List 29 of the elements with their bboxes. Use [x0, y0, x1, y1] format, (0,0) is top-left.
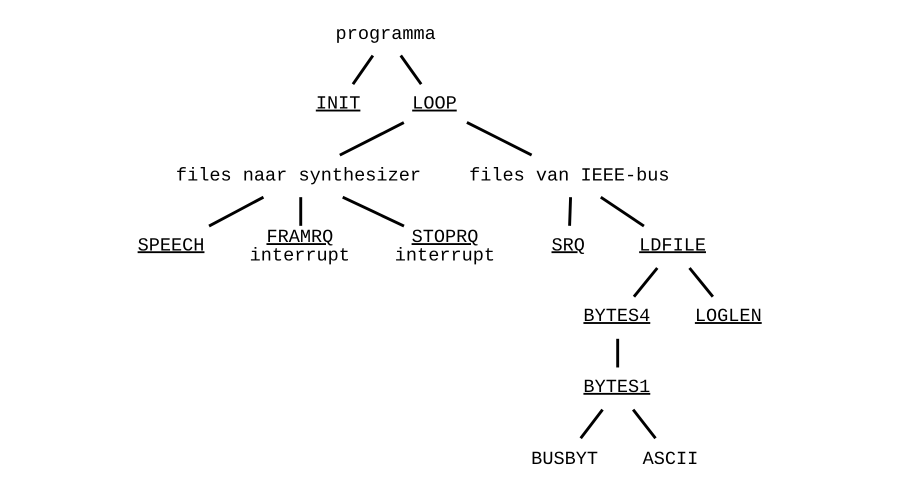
node-text: FRAMRQ interrupt [250, 226, 350, 266]
node-text: LOOP [412, 93, 457, 114]
node-text: files van IEEE-bus [469, 165, 670, 186]
connector [632, 266, 658, 298]
connector [352, 54, 374, 85]
connector [299, 196, 302, 226]
connector [688, 266, 714, 298]
connector [208, 195, 264, 227]
node-text: ASCII [642, 448, 698, 470]
connector [400, 54, 422, 85]
connector [339, 120, 404, 156]
connector [600, 195, 645, 227]
node-text: LDFILE [639, 234, 706, 256]
node-text: BUSBYT [531, 448, 598, 470]
node-text: files naar synthesizer [176, 165, 422, 186]
connector [580, 408, 604, 439]
connector [632, 408, 657, 439]
node-text: SPEECH [138, 234, 204, 256]
node-text: SRQ [552, 234, 585, 256]
node-text: STOPRQ interrupt [394, 226, 496, 266]
node-text: BYTES1 [583, 376, 650, 398]
node-text: LOGLEN [694, 306, 762, 327]
connector [568, 196, 572, 226]
connector [342, 195, 405, 227]
node-text: BYTES4 [583, 306, 650, 327]
connector [616, 338, 620, 367]
node-text: INIT [316, 93, 360, 114]
node-text: programma [336, 23, 436, 44]
connector [466, 120, 532, 156]
